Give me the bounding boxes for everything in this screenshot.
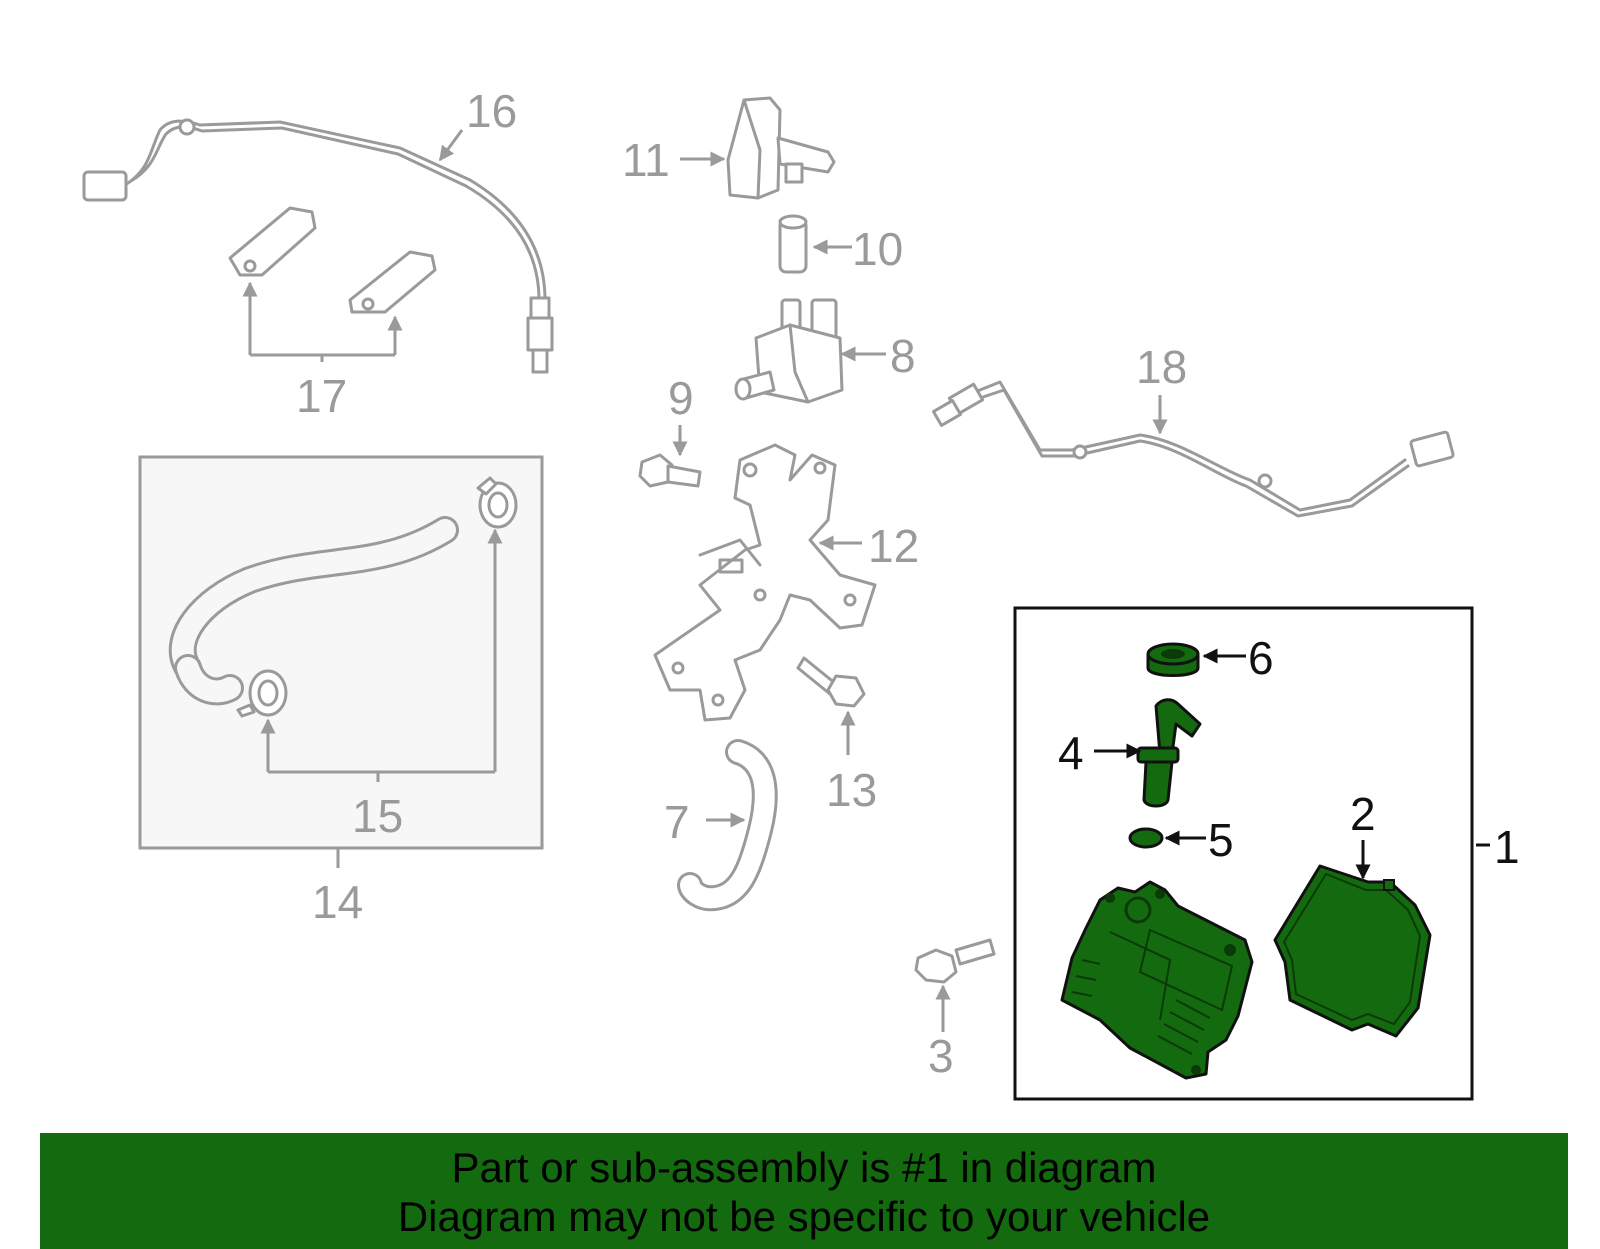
part-18-oxygen-sensor	[931, 380, 1455, 518]
part-15-hose-and-clamps	[168, 476, 518, 718]
part-16-oxygen-sensor	[82, 118, 554, 374]
callout-9: 9	[668, 372, 694, 424]
part-9-bolt	[638, 453, 702, 488]
sub-box-14	[138, 455, 544, 850]
banner-line-1: Part or sub-assembly is #1 in diagram	[451, 1144, 1157, 1191]
part-5-o-ring[interactable]	[1128, 827, 1164, 849]
callout-10: 10	[852, 223, 903, 275]
callout-15: 15	[352, 790, 403, 842]
callout-17: 17	[296, 370, 347, 422]
callout-7: 7	[664, 796, 690, 848]
part-1-oil-separator-housing[interactable]	[1060, 880, 1254, 1080]
callout-2: 2	[1350, 788, 1376, 840]
part-4-pcv-valve[interactable]	[1136, 698, 1202, 808]
callout-13: 13	[826, 764, 877, 816]
part-12-bracket	[653, 443, 877, 722]
part-7-hose	[677, 739, 778, 912]
callout-14: 14	[312, 876, 363, 928]
part-17-brackets	[228, 206, 437, 314]
part-13-bolt	[796, 656, 866, 708]
part-11-valve	[726, 96, 836, 200]
callout-4: 4	[1058, 727, 1084, 779]
callout-8: 8	[890, 330, 916, 382]
banner-line-2: Diagram may not be specific to your vehi…	[397, 1193, 1211, 1240]
part-2-cover-gasket[interactable]	[1273, 864, 1432, 1038]
callout-1: 1	[1494, 821, 1520, 873]
callout-11: 11	[622, 134, 670, 186]
callout-5: 5	[1208, 814, 1234, 866]
info-banner: Part or sub-assembly is #1 in diagram Di…	[40, 1133, 1568, 1249]
callout-12: 12	[868, 520, 919, 572]
callout-16: 16	[466, 85, 517, 137]
callout-3: 3	[928, 1030, 954, 1082]
part-10-sleeve	[778, 214, 808, 274]
part-3-bolt	[914, 938, 996, 984]
part-8-valve	[734, 298, 844, 404]
callout-18: 18	[1136, 341, 1187, 393]
callout-6: 6	[1248, 632, 1274, 684]
part-6-grommet[interactable]	[1146, 642, 1200, 677]
